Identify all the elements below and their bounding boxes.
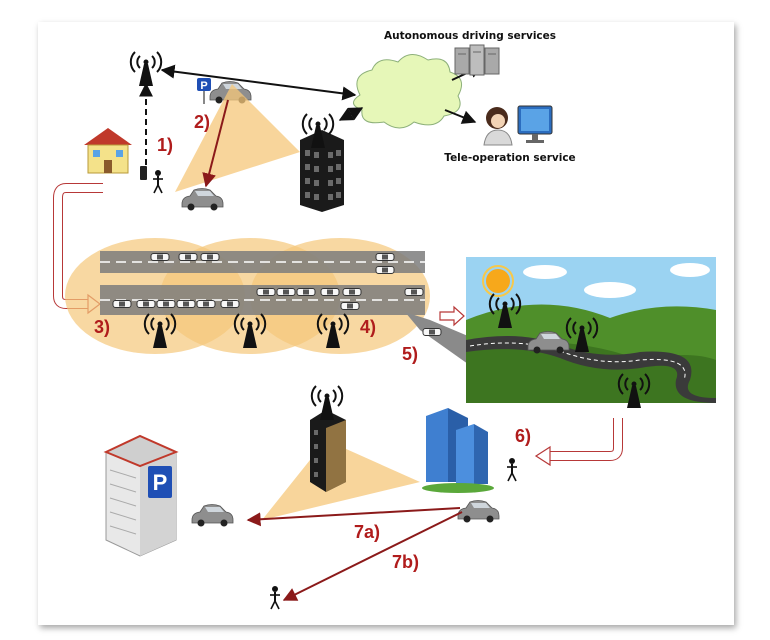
- phone-icon: [140, 166, 147, 180]
- person-icon: [152, 169, 164, 194]
- step-4-label: 4): [360, 317, 376, 337]
- step-1-label: 1): [157, 135, 173, 155]
- step-7a-label: 7a): [354, 522, 380, 542]
- teleop-service-label: Tele-operation service: [444, 152, 575, 164]
- parking-sign-icon: P: [197, 78, 211, 104]
- house-icon: [84, 128, 132, 174]
- cell-tower-icon: [310, 385, 344, 421]
- cell-tower-icon: [129, 51, 163, 87]
- sun-icon: [482, 265, 514, 297]
- tower-cloud-arrow: [160, 64, 357, 101]
- svg-text:P: P: [153, 470, 168, 495]
- car-icon: [191, 504, 234, 527]
- building-icon: [300, 130, 344, 212]
- monitor-icon: [517, 105, 553, 143]
- building-icon: [310, 410, 346, 492]
- car-icon: [181, 188, 224, 211]
- step-3-label: 3): [94, 317, 110, 337]
- flow-arrow-return: [548, 418, 623, 461]
- step-7a-arrow: [246, 507, 461, 527]
- valet-path-arrow: [202, 99, 229, 188]
- svg-text:P: P: [200, 80, 207, 92]
- car-icon: [457, 500, 500, 523]
- step-2-label: 2): [194, 112, 210, 132]
- countryside-scene: [466, 257, 716, 403]
- coverage-cone: [175, 84, 300, 192]
- parking-garage-icon: P: [103, 434, 179, 557]
- autonomous-services-label: Autonomous driving services: [384, 30, 556, 42]
- person-icon: [506, 457, 518, 482]
- step-5-label: 5): [402, 344, 418, 364]
- operator-icon: [483, 107, 513, 146]
- step-6-label: 6): [515, 426, 531, 446]
- cloud-icon: [353, 54, 463, 129]
- cloud-teleop-arrow: [444, 109, 477, 124]
- person-icon: [269, 585, 281, 610]
- building-cloud-arrow: [338, 107, 364, 121]
- step-7b-arrow: [282, 511, 463, 601]
- flow-arrow-highway: [439, 305, 465, 327]
- server-icon: [454, 44, 500, 76]
- office-building-icon: [422, 408, 494, 493]
- step-7b-label: 7b): [392, 552, 419, 572]
